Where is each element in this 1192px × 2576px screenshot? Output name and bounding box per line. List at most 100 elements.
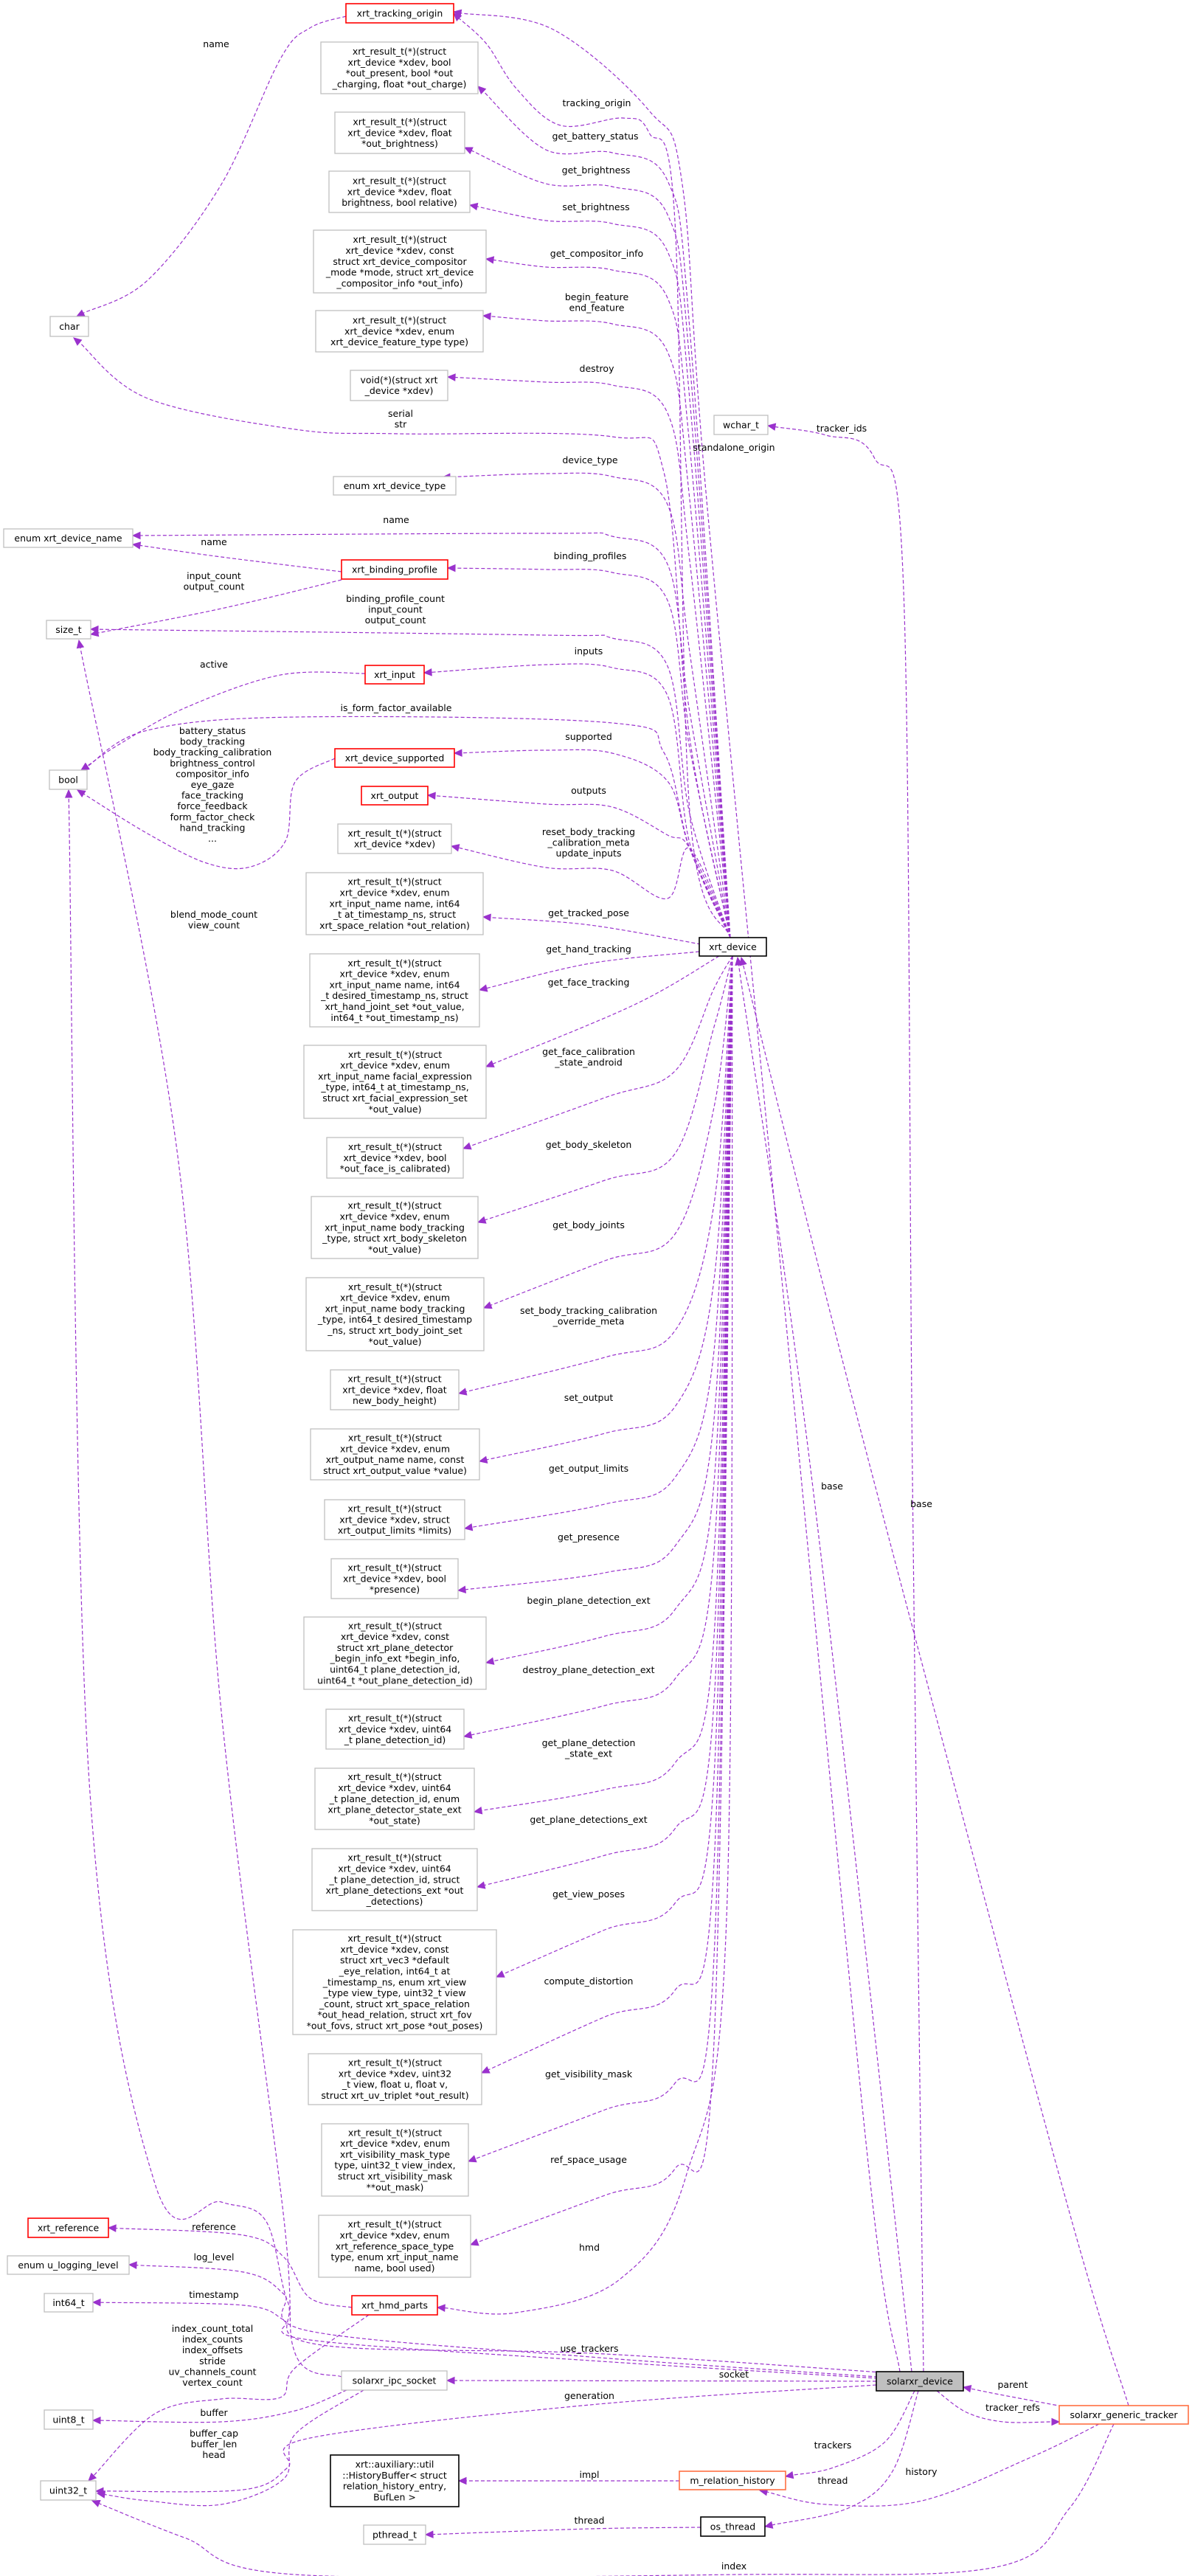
node-label-line: xrt_result_t(*)(struct bbox=[348, 2127, 442, 2138]
node-label-line: _t at_timestamp_ns, struct bbox=[333, 909, 456, 920]
node-label-line: **out_mask) bbox=[367, 2181, 424, 2192]
edge-label-line: begin_feature bbox=[565, 291, 629, 302]
node-label-line: *out_brightness) bbox=[361, 138, 438, 149]
edge-label-line: name bbox=[203, 38, 229, 49]
node-device-supported[interactable]: xrt_device_supported bbox=[334, 748, 455, 768]
edge-label-line: ... bbox=[208, 833, 217, 844]
node-label-line: *out_fovs, struct xrt_pose *out_poses) bbox=[307, 2021, 483, 2032]
node-box[interactable] bbox=[364, 665, 425, 685]
node-box[interactable] bbox=[341, 559, 448, 580]
edge-label: get_face_calibration_state_android bbox=[542, 1046, 635, 1068]
node-box[interactable] bbox=[700, 2516, 766, 2537]
node-label-line: uint32_t bbox=[49, 2485, 87, 2496]
node-hmd-parts[interactable]: xrt_hmd_parts bbox=[351, 2295, 438, 2316]
edge-label-line: get_face_tracking bbox=[548, 977, 630, 988]
node-solarxr-device[interactable]: solarxr_device bbox=[876, 2371, 964, 2392]
node-label-line: xrt_result_t(*)(struct bbox=[353, 117, 446, 128]
edge-ipc-socket-to-uint32 bbox=[96, 2389, 364, 2507]
node-label-line: _begin_info_ext *begin_info, bbox=[330, 1653, 460, 1664]
node-label-line: enum u_logging_level bbox=[18, 2260, 118, 2271]
node-box[interactable] bbox=[334, 748, 455, 768]
node-m-relation-history[interactable]: m_relation_history bbox=[679, 2471, 786, 2490]
node-label-line: xrt_result_t(*)(struct bbox=[347, 876, 441, 887]
node-label-line: xrt_device *xdev, const bbox=[345, 245, 454, 256]
node-box[interactable] bbox=[876, 2371, 964, 2392]
node-label-line: _t view, float u, float v, bbox=[342, 2079, 448, 2090]
node-tracking-origin[interactable]: xrt_tracking_origin bbox=[345, 3, 454, 24]
node-label: pthread_t bbox=[372, 2529, 417, 2540]
edge-label-line: get_compositor_info bbox=[550, 248, 643, 259]
node-os-thread[interactable]: os_thread bbox=[700, 2516, 766, 2537]
edge-label-line: history bbox=[906, 2466, 938, 2477]
node-xrt-input[interactable]: xrt_input bbox=[364, 665, 425, 685]
node-label-line: xrt_result_t(*)(struct bbox=[347, 1503, 441, 1514]
node-box bbox=[292, 1929, 497, 2035]
edge-line bbox=[486, 955, 733, 1461]
edge-line bbox=[100, 2389, 347, 2423]
edge-label-line: index_counts bbox=[182, 2334, 243, 2345]
node-box bbox=[325, 1708, 465, 1750]
node-box[interactable] bbox=[345, 3, 454, 24]
node-label-line: *out_value) bbox=[369, 1104, 422, 1115]
node-label-line: xrt_result_t(*)(struct bbox=[347, 958, 441, 969]
node-label-line: xrt_device *xdev) bbox=[354, 839, 435, 850]
arrowhead-icon bbox=[485, 256, 495, 264]
node-label-line: xrt_device *xdev, uint64 bbox=[338, 1782, 451, 1793]
node-label-line: xrt_result_t(*)(struct bbox=[353, 315, 446, 326]
node-xrt-reference[interactable]: xrt_reference bbox=[27, 2217, 109, 2238]
node-binding-profile[interactable]: xrt_binding_profile bbox=[341, 559, 448, 580]
node-device-type: enum xrt_device_type bbox=[333, 476, 457, 496]
edge-line bbox=[86, 671, 366, 766]
node-label-line: xrt_result_t(*)(struct bbox=[348, 1433, 442, 1444]
node-box[interactable] bbox=[699, 937, 767, 957]
edge-xrt-device-to-fn-plane-detections bbox=[476, 955, 733, 1889]
arrowhead-icon bbox=[480, 2066, 491, 2074]
node-box[interactable] bbox=[679, 2471, 786, 2490]
edge-label-line: tracker_refs bbox=[985, 2402, 1040, 2413]
edge-xrt-device-to-fn-set-brightness bbox=[468, 202, 731, 938]
node-label-line: pthread_t bbox=[372, 2529, 417, 2540]
nodes-layer: xrt_tracking_origin xrt_result_t(*)(struc… bbox=[3, 3, 1189, 2545]
node-box bbox=[44, 2409, 94, 2430]
edge-label-line: form_factor_check bbox=[170, 811, 256, 823]
edge-line bbox=[936, 2390, 1053, 2423]
node-box[interactable] bbox=[27, 2217, 109, 2238]
edge-label-line: _override_meta bbox=[552, 1316, 625, 1327]
node-box[interactable] bbox=[361, 786, 429, 806]
node-label-line: *out_state) bbox=[369, 1815, 420, 1826]
node-label-line: xrt_result_t(*)(struct bbox=[347, 1562, 441, 1573]
edge-label-line: _calibration_meta bbox=[547, 837, 629, 848]
node-xrt-device[interactable]: xrt_device bbox=[699, 937, 767, 957]
edge-label: impl bbox=[579, 2469, 599, 2480]
edge-label: begin_plane_detection_ext bbox=[527, 1595, 650, 1606]
edge-solarxr-device-to-generic-tracker bbox=[936, 2390, 1061, 2426]
node-label-line: xrt_input bbox=[374, 669, 415, 680]
node-box[interactable] bbox=[330, 2454, 460, 2507]
node-xrt-output[interactable]: xrt_output bbox=[361, 786, 429, 806]
edge-label: get_compositor_info bbox=[550, 248, 643, 259]
node-history-buffer[interactable]: xrt::auxiliary::util::HistoryBuffer< str… bbox=[330, 2454, 460, 2507]
arrowhead-icon bbox=[75, 309, 86, 317]
node-generic-tracker[interactable]: solarxr_generic_tracker bbox=[1058, 2405, 1189, 2425]
edge-label-line: input_count bbox=[368, 604, 423, 615]
node-box bbox=[308, 2053, 482, 2105]
node-label-line: xrt_device *xdev, enum bbox=[340, 1443, 450, 1454]
edge-label: device_type bbox=[562, 454, 618, 465]
edge-label: is_form_factor_available bbox=[341, 702, 452, 713]
node-box[interactable] bbox=[1058, 2405, 1189, 2425]
arrowhead-icon bbox=[482, 913, 491, 922]
edge-label: tracker_ids bbox=[817, 423, 867, 434]
edge-line bbox=[471, 955, 733, 1528]
edge-xrt-device-to-device-supported bbox=[453, 749, 731, 938]
node-box bbox=[320, 41, 479, 94]
node-box[interactable] bbox=[351, 2295, 438, 2316]
arrowhead-icon bbox=[107, 2224, 117, 2232]
